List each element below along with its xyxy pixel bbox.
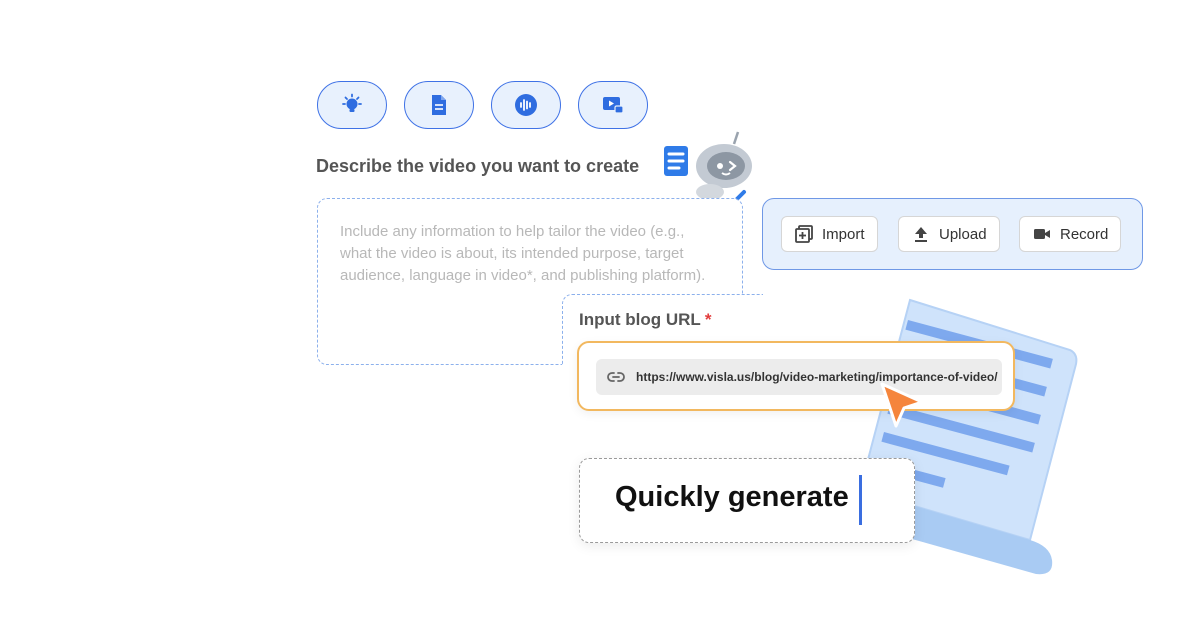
document-icon [432, 95, 446, 115]
required-asterisk: * [704, 310, 712, 329]
upload-icon [915, 227, 927, 242]
idea-mode-button[interactable] [317, 81, 387, 129]
import-icon [795, 225, 813, 243]
blog-document-illustration [858, 298, 1078, 575]
import-label: Import [822, 225, 865, 243]
lightbulb-icon [342, 93, 362, 112]
video-mode-button[interactable] [578, 81, 648, 129]
blog-url-label: Input blog URL* [579, 310, 711, 330]
generate-text-card[interactable]: Quickly generate [579, 458, 915, 543]
import-button[interactable]: Import [781, 216, 878, 252]
video-camera-icon [1034, 229, 1050, 239]
audio-waveform-icon [515, 94, 537, 116]
upload-label: Upload [939, 225, 987, 243]
blog-url-label-text: Input blog URL [579, 310, 701, 329]
record-button[interactable]: Record [1019, 216, 1122, 252]
media-source-panel: Import Upload Record [762, 198, 1143, 270]
record-label: Record [1060, 225, 1109, 243]
robot-mascot-icon [664, 131, 752, 208]
blog-url-value: https://www.visla.us/blog/video-marketin… [636, 370, 998, 384]
script-mode-button[interactable] [404, 81, 474, 129]
video-play-icon [603, 97, 624, 114]
blog-url-card: https://www.visla.us/blog/video-marketin… [577, 341, 1015, 411]
text-caret [859, 475, 862, 525]
describe-label: Describe the video you want to create [316, 156, 640, 176]
description-placeholder: Include any information to help tailor t… [340, 223, 706, 284]
blog-url-input[interactable]: https://www.visla.us/blog/video-marketin… [596, 359, 1002, 395]
upload-button[interactable]: Upload [898, 216, 1000, 252]
link-icon [607, 372, 625, 382]
audio-mode-button[interactable] [491, 81, 561, 129]
generate-text: Quickly generate [615, 481, 849, 513]
pointer-cursor-icon [880, 382, 924, 428]
